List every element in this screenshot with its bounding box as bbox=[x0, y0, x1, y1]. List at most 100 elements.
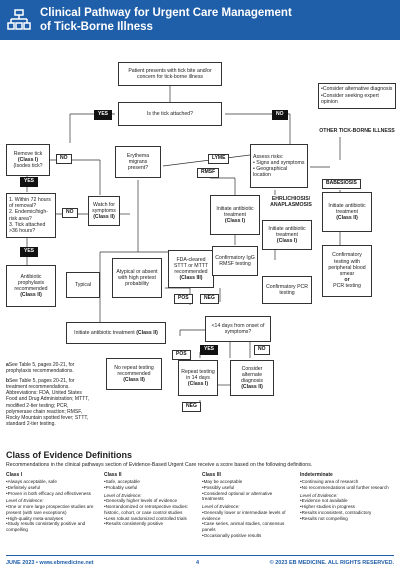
ehr-treat-label: Initiate antibiotic treatment bbox=[268, 225, 306, 238]
coe-item: Always acceptable, safe bbox=[6, 479, 98, 485]
assess-risk-2-text: Geographical location bbox=[253, 166, 288, 179]
coe-subtitle: Recommendations in the clinical pathways… bbox=[6, 462, 313, 468]
no-tag-fourteen: NO bbox=[254, 345, 270, 355]
coe-level-label: Level of Evidence: bbox=[300, 492, 338, 498]
coe-level-item: Evidence not available bbox=[300, 498, 392, 504]
watch-box: Watch for symptoms (Class II) bbox=[88, 196, 120, 226]
bab-treat-class: (Class II) bbox=[336, 215, 358, 222]
yes-tag-criteria: YES bbox=[20, 247, 39, 257]
tick-attached-question: Is the tick attached? bbox=[118, 102, 222, 126]
no-repeat-label: No repeat testing recommended bbox=[114, 364, 154, 377]
coe-column: Class IIIMay be acceptablePossibly usefu… bbox=[202, 472, 294, 539]
coe-column-heading: Class I bbox=[6, 472, 23, 478]
alt-dx-label: Consider alternate diagnosis bbox=[241, 365, 263, 384]
alt-dx-box: Consider alternate diagnosis (Class II) bbox=[230, 360, 274, 396]
fda-class: (Class III) bbox=[179, 275, 203, 282]
page-title-line1: Clinical Pathway for Urgent Care Managem… bbox=[40, 7, 292, 19]
igg-label: Confirmatory IgG RMSF testing bbox=[215, 254, 255, 267]
page-title-line2: of Tick-Borne Illness bbox=[40, 21, 153, 33]
bab-treat-box: Initiate antibiotic treatment (Class II) bbox=[322, 192, 372, 232]
tick-attached-text: Is the tick attached? bbox=[146, 110, 194, 117]
rmsf-tag: RMSF bbox=[197, 168, 220, 178]
fourteen-days-text: <14 days from onset of symptoms? bbox=[211, 322, 265, 335]
bab-treat-label: Initiate antibiotic treatment bbox=[328, 202, 366, 215]
criteria-box: 1. Within 72 hours of removal? 2. Endemi… bbox=[6, 193, 56, 238]
clinical-pathway-flowchart: Patient presents with tick bite and/or c… bbox=[0, 40, 400, 450]
footnote-2-mark: b bbox=[6, 377, 10, 384]
coe-level-item: Study results consistently positive and … bbox=[6, 521, 98, 532]
watch-class: (Class II) bbox=[93, 214, 115, 221]
ehr-treat-class: (Class I) bbox=[276, 238, 298, 245]
prophylaxis-label: Antibiotic prophylaxis recommended bbox=[14, 273, 48, 292]
no-tag-remove: NO bbox=[56, 154, 72, 164]
other-bullets: Consider alternative diagnosis Consider … bbox=[318, 83, 396, 109]
footnote-2-text: See Table 5, pages 20-21, for treatment … bbox=[6, 377, 75, 390]
footer-right: © 2023 EB MEDICINE. ALL RIGHTS RESERVED. bbox=[269, 560, 394, 566]
coe-item: Continuing area of research bbox=[300, 479, 392, 485]
lyme-tag: LYME bbox=[208, 154, 230, 164]
yes-tag-attached: YES bbox=[94, 110, 113, 120]
initiate-main-label: Initiate antibiotic treatment bbox=[74, 329, 135, 336]
coe-item: Proven in both efficacy and effectivenes… bbox=[6, 491, 98, 497]
initiate-main-class: (Class II) bbox=[136, 329, 158, 336]
coe-level-label: Level of Evidence: bbox=[104, 492, 142, 498]
atypical-label: Atypical or absent with high pretest pro… bbox=[116, 268, 158, 288]
coe-item: Safe, acceptable bbox=[104, 479, 196, 485]
coe-level-item: High-quality meta-analyses bbox=[6, 516, 98, 522]
coe-column-heading: Class II bbox=[104, 472, 122, 478]
typical-box: Typical bbox=[66, 272, 100, 298]
assess-risk-2: • Geographical location bbox=[253, 166, 288, 179]
footer-page-number: 4 bbox=[196, 560, 200, 566]
coe-item: No recommendations until further researc… bbox=[300, 485, 392, 491]
coe-item: Probably useful bbox=[104, 485, 196, 491]
assess-risks-box: Assess risks: • Signs and symptoms • Geo… bbox=[250, 144, 308, 188]
no-tag-criteria: NO bbox=[62, 208, 78, 218]
ehr-treat-box: Initiate antibiotic treatment (Class I) bbox=[262, 220, 312, 250]
other-tick-label: OTHER TICK-BORNE ILLNESS bbox=[319, 128, 395, 134]
fda-label: FDA-cleared STTT or MTTT recommended bbox=[173, 256, 209, 275]
coe-level-label: Level of Evidence: bbox=[202, 504, 240, 510]
start-text: Patient presents with tick bite and/or c… bbox=[128, 67, 212, 80]
rmsf-treat-box: Initiate antibiotic treatment (Class I) bbox=[210, 195, 260, 235]
coe-column-heading: Class III bbox=[202, 472, 221, 478]
pcr-box: Confirmatory PCR testing bbox=[262, 276, 312, 304]
coe-level-item: Generally higher levels of evidence bbox=[104, 498, 196, 504]
assess-risk-1-text: Signs and symptoms bbox=[256, 159, 305, 166]
assess-risk-1: • Signs and symptoms bbox=[253, 159, 305, 166]
erythema-l2: migrans bbox=[128, 158, 148, 165]
coe-level-item: Results not compelling bbox=[300, 516, 392, 522]
bab-confirm-or: or bbox=[344, 277, 350, 284]
other-bullet-1: Consider alternative diagnosis bbox=[321, 86, 393, 93]
babesiosis-tag: BABESIOSIS bbox=[322, 179, 361, 189]
class-of-evidence-section: Class of Evidence Definitions Recommenda… bbox=[0, 450, 400, 550]
abbreviations-text: Abbreviations: FDA, United States Food a… bbox=[6, 390, 90, 428]
bab-confirm-box: Confirmatory testing with peripheral blo… bbox=[322, 245, 372, 297]
remove-tick-q: (Isodes tick? bbox=[13, 163, 43, 170]
coe-level-item: Nonrandomized or retrospective studies: … bbox=[104, 504, 196, 515]
coe-level-item: Occasionally positive results bbox=[202, 533, 294, 539]
coe-column: Class IAlways acceptable, safeDefinitely… bbox=[6, 472, 98, 533]
assess-risks-title: Assess risks: bbox=[253, 153, 284, 160]
yes-tag-fourteen: YES bbox=[200, 345, 219, 355]
page-footer: JUNE 2023 • www.ebmedicine.net 4 © 2023 … bbox=[6, 555, 394, 567]
ehrlichiosis-label: EHRLICHIOSIS/ ANAPLASMOSIS bbox=[270, 196, 312, 209]
coe-title: Class of Evidence Definitions bbox=[6, 450, 133, 460]
coe-column: Class IISafe, acceptableProbably usefulL… bbox=[104, 472, 196, 527]
criteria-1: 1. Within 72 hours of removal? bbox=[9, 196, 51, 210]
coe-level-item: Higher studies in progress bbox=[300, 504, 392, 510]
bab-confirm-l2: PCR testing bbox=[333, 283, 361, 290]
remove-tick-label: Remove tick bbox=[13, 150, 43, 157]
coe-level-label: Level of Evidence: bbox=[6, 498, 44, 504]
typical-label: Typical bbox=[74, 281, 92, 288]
neg-tag-fda: NEG bbox=[200, 294, 219, 304]
flowchart-icon bbox=[7, 9, 31, 30]
page-header: Clinical Pathway for Urgent Care Managem… bbox=[0, 0, 400, 40]
remove-tick-box: Remove tick (Class I) (Isodes tick? bbox=[6, 144, 50, 176]
coe-column: IndeterminateContinuing area of research… bbox=[300, 472, 392, 521]
coe-level-item: Results inconsistent, contradictory bbox=[300, 510, 392, 516]
coe-level-item: One or more large prospective studies ar… bbox=[6, 504, 98, 515]
coe-level-item: Generally lower or intermediate levels o… bbox=[202, 510, 294, 521]
coe-level-item: Results consistently positive bbox=[104, 521, 196, 527]
initiate-main-text: Initiate antibiotic treatment (Class II) bbox=[74, 330, 158, 336]
yes-tag-remove: YES bbox=[20, 177, 39, 187]
